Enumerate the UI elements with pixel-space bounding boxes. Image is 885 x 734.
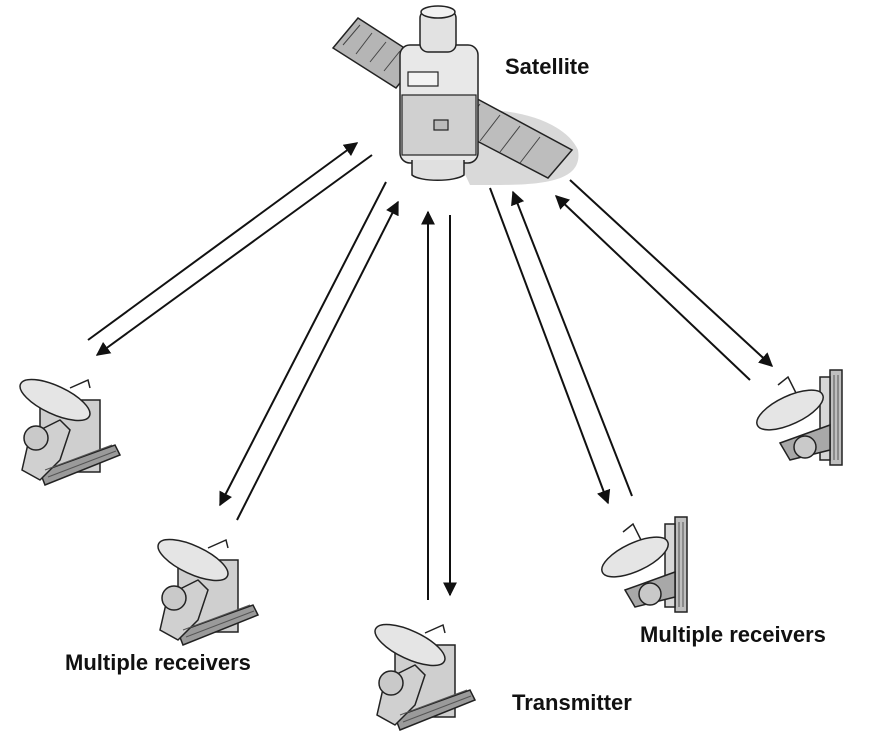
downlink-arrow-1: [95, 154, 373, 356]
dish-icon-transmitter: [368, 615, 476, 731]
signal-arrows: [87, 142, 774, 600]
uplink-arrow-2: [236, 200, 399, 521]
dish-icon-right-top: [750, 369, 843, 466]
dish-icon-left-top: [13, 370, 121, 486]
transmitter-label: Transmitter: [512, 690, 632, 715]
downlink-arrow-3: [489, 187, 611, 505]
downlink-arrow-2: [219, 181, 387, 507]
dish-icon-left-bottom: [151, 530, 259, 646]
satellite-label: Satellite: [505, 54, 590, 79]
multiple-receivers-label-right: Multiple receivers: [640, 622, 826, 647]
uplink-arrow-3: [511, 190, 633, 497]
satellite-icon: [331, 5, 579, 185]
uplink-arrow-1: [87, 142, 359, 341]
link-arrow-4b: [554, 195, 751, 381]
dish-icon-right-middle: [595, 516, 688, 613]
multiple-receivers-label-left: Multiple receivers: [65, 650, 251, 675]
link-arrow-4a: [569, 179, 774, 367]
